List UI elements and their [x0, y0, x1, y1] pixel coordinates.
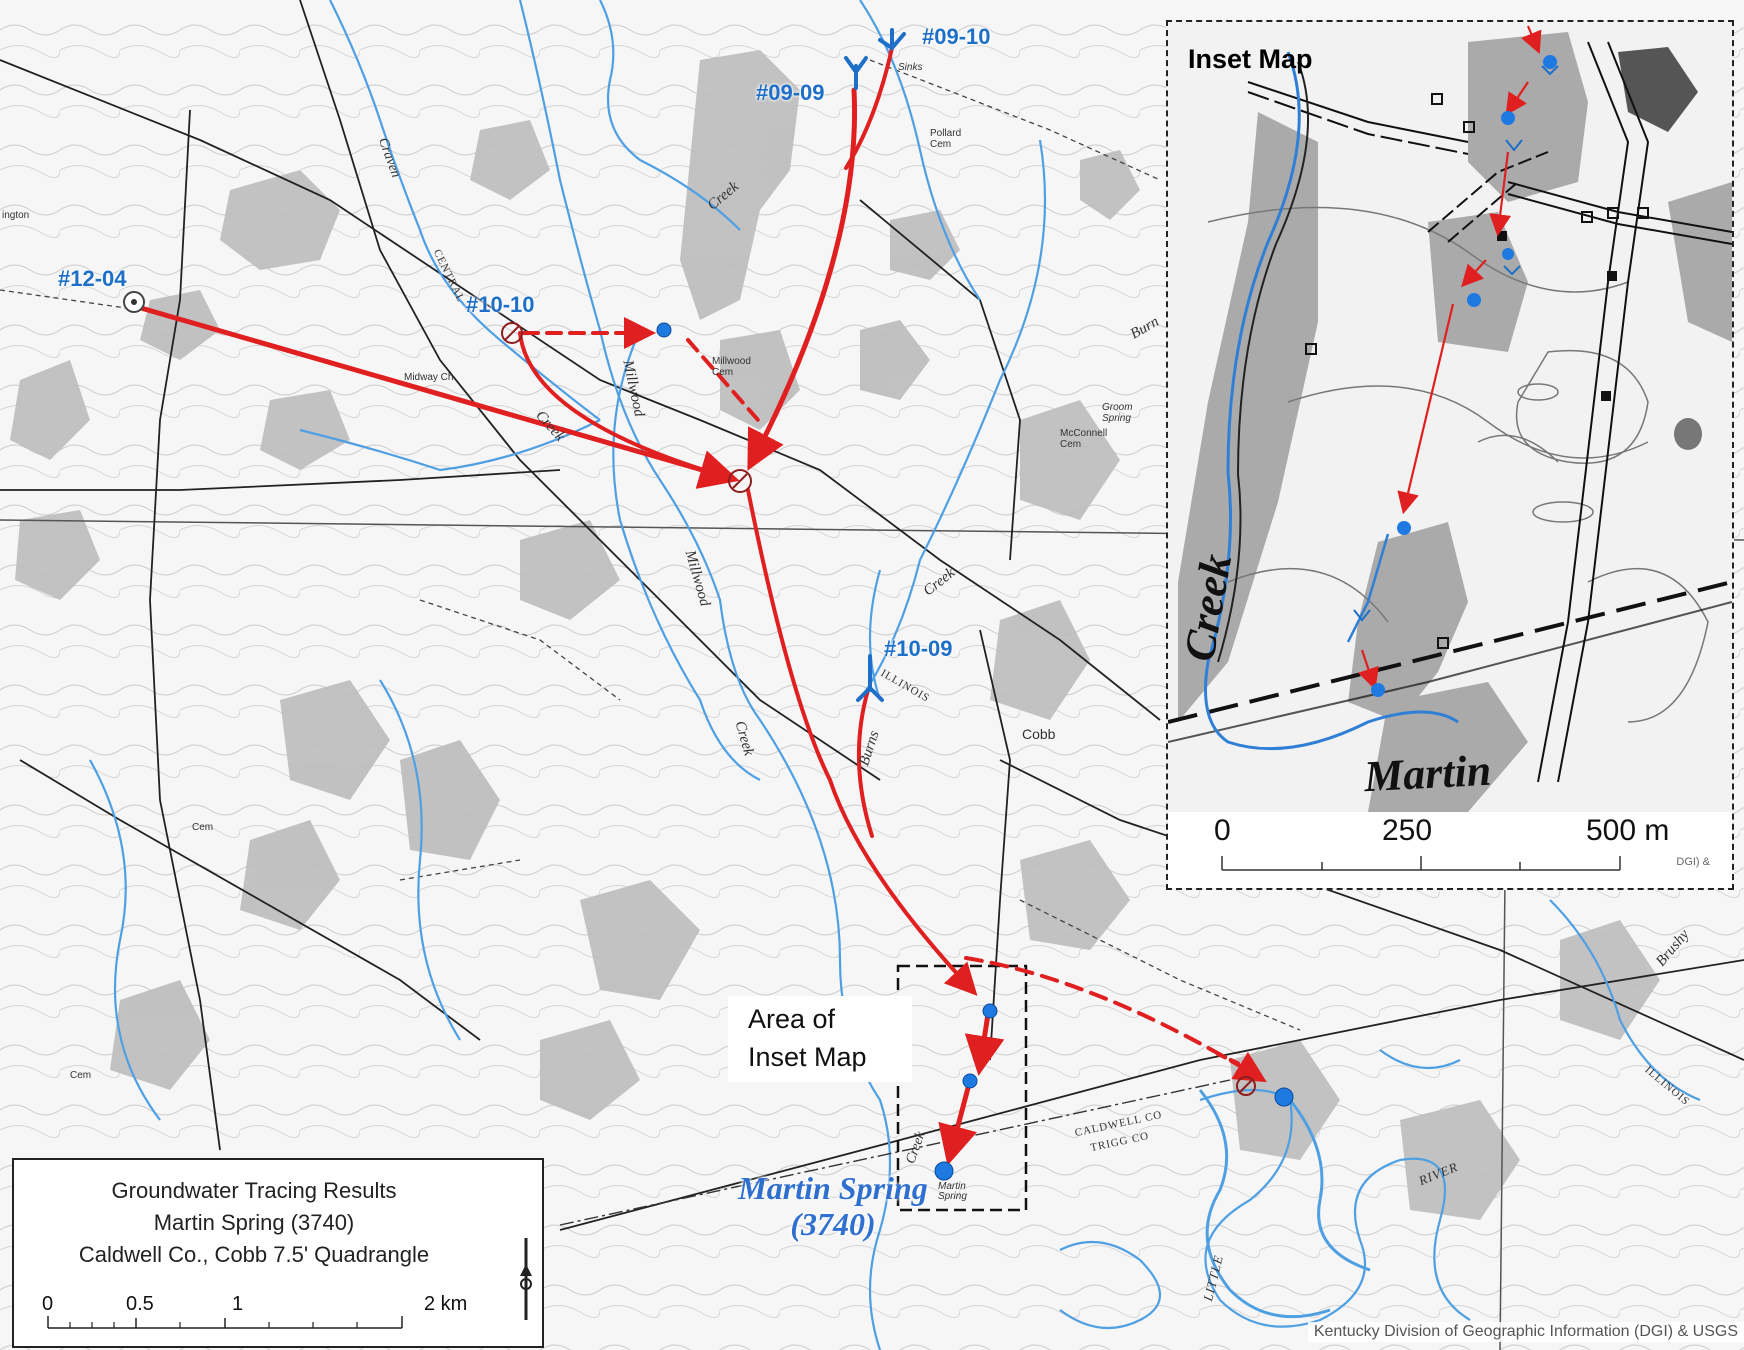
trace-inset-b: [938, 1085, 978, 1166]
woodland-patches: [10, 50, 1660, 1220]
martin-spring-label: Martin Spring (3740): [708, 1170, 958, 1242]
inset-creek-dark: [1217, 61, 1310, 663]
sink-0909-icon: [844, 56, 868, 90]
site-label-1204: #12-04: [58, 266, 127, 291]
inset-credit: DGI) &: [1676, 856, 1710, 868]
trace-1009-to-spring: [856, 688, 874, 838]
dashed-roads: [0, 59, 1301, 1031]
scale-bar: [47, 1238, 532, 1329]
trace-inset-a: [964, 1011, 1005, 1076]
inset-area-label: Area of Inset Map: [728, 996, 912, 1082]
scale-label-0: 0: [42, 1293, 54, 1315]
scale-label-1: 1: [232, 1293, 244, 1315]
place-midway: Midway Ch: [404, 372, 454, 383]
inset-scale-0: 0: [1214, 814, 1231, 847]
inset-woodland: [1178, 32, 1732, 812]
place-ington: ington: [2, 210, 30, 221]
place-cem-1: Cem: [192, 822, 214, 833]
place-millwood-cem: Millwood Cem: [712, 356, 751, 378]
inset-arrows: [1357, 25, 1542, 691]
north-arrow-icon: [520, 1238, 532, 1320]
inset-county-line: [1168, 580, 1732, 724]
sink-0910-icon: [878, 28, 906, 51]
place-mcconnell: McConnell Cem: [1060, 428, 1108, 450]
spring-dot-3: [962, 1073, 978, 1089]
inset-martin-label: Martin: [1362, 745, 1493, 802]
inset-scale-250: 250: [1382, 814, 1433, 847]
scale-label-05: 0.5: [126, 1293, 154, 1315]
inset-scale-ruler: [1221, 856, 1621, 871]
martin-spring-dot: [934, 1161, 954, 1181]
place-pollard: Pollard Cem: [930, 128, 962, 150]
sink-1009-icon: [856, 654, 884, 702]
tracer-arrows: [131, 46, 1267, 1166]
legend-location: Caldwell Co., Cobb 7.5' Quadrangle: [78, 1242, 430, 1267]
inset-sinks: [1353, 65, 1559, 622]
trace-dashed-to-rise: [686, 338, 760, 422]
east-rise-icon: [1236, 1076, 1256, 1096]
trace-1204-to-rise: [131, 303, 740, 489]
inset-spring-run: [1346, 533, 1390, 643]
scale-label-2km: 2 km: [424, 1293, 468, 1315]
spring-name-text: Martin Spring: [738, 1170, 928, 1206]
inset-scale-bar: 0 250 500 m DGI) &: [1168, 812, 1732, 888]
place-cem-2: Cem: [70, 1070, 92, 1081]
legend-box: Groundwater Tracing Results Martin Sprin…: [12, 1158, 544, 1348]
inset-title: Inset Map: [1188, 44, 1313, 74]
rise-point-icon: [728, 469, 752, 493]
inset-creek: [1204, 51, 1459, 751]
legend-title: Groundwater Tracing Results: [111, 1178, 397, 1203]
site-label-0910: #09-10: [922, 24, 991, 49]
inset-scale-500: 500 m: [1586, 814, 1670, 847]
trace-east-short: [1216, 1052, 1250, 1070]
inset-contours: [1207, 206, 1709, 723]
legend-subtitle: Martin Spring (3740): [153, 1210, 355, 1235]
site-label-1010: #10-10: [466, 292, 535, 317]
place-groom: Groom Spring: [1102, 402, 1133, 424]
place-martin-spring-small: Martin Spring: [938, 1181, 967, 1202]
place-cobb: Cobb: [1022, 726, 1056, 742]
place-sinks: Sinks: [898, 62, 923, 73]
inset-solid-line: [1168, 601, 1732, 743]
inset-roads: [1247, 41, 1732, 783]
map-credit: Kentucky Division of Geographic Informat…: [1307, 1322, 1744, 1342]
inset-springs: [1371, 55, 1557, 697]
injection-points: [501, 322, 1256, 1096]
trace-0910-join: [844, 46, 894, 170]
sink-symbols: [844, 28, 906, 702]
well-1204-icon: [123, 291, 145, 313]
injection-1010-icon: [501, 322, 523, 344]
trace-rise-to-spring: [746, 488, 978, 996]
inset-map[interactable]: Inset Map Creek Martin 0 250 500 m DGI) …: [1166, 20, 1734, 890]
site-label-0909: #09-09: [756, 80, 825, 105]
spring-id-text: (3740): [790, 1206, 876, 1242]
spring-dot-2: [982, 1003, 998, 1019]
inset-canvas: [1168, 25, 1732, 812]
east-spring-dot: [1274, 1087, 1294, 1107]
site-label-1009: #10-09: [884, 636, 953, 661]
little-river: [1198, 1089, 1371, 1319]
trace-1010-to-rise: [518, 331, 738, 487]
spring-points: [656, 322, 1294, 1181]
quad-line-vertical: [1499, 879, 1506, 1350]
streams: [89, 0, 1701, 1350]
trace-0909-to-rise: [747, 87, 858, 471]
spring-dot-1: [656, 322, 672, 338]
